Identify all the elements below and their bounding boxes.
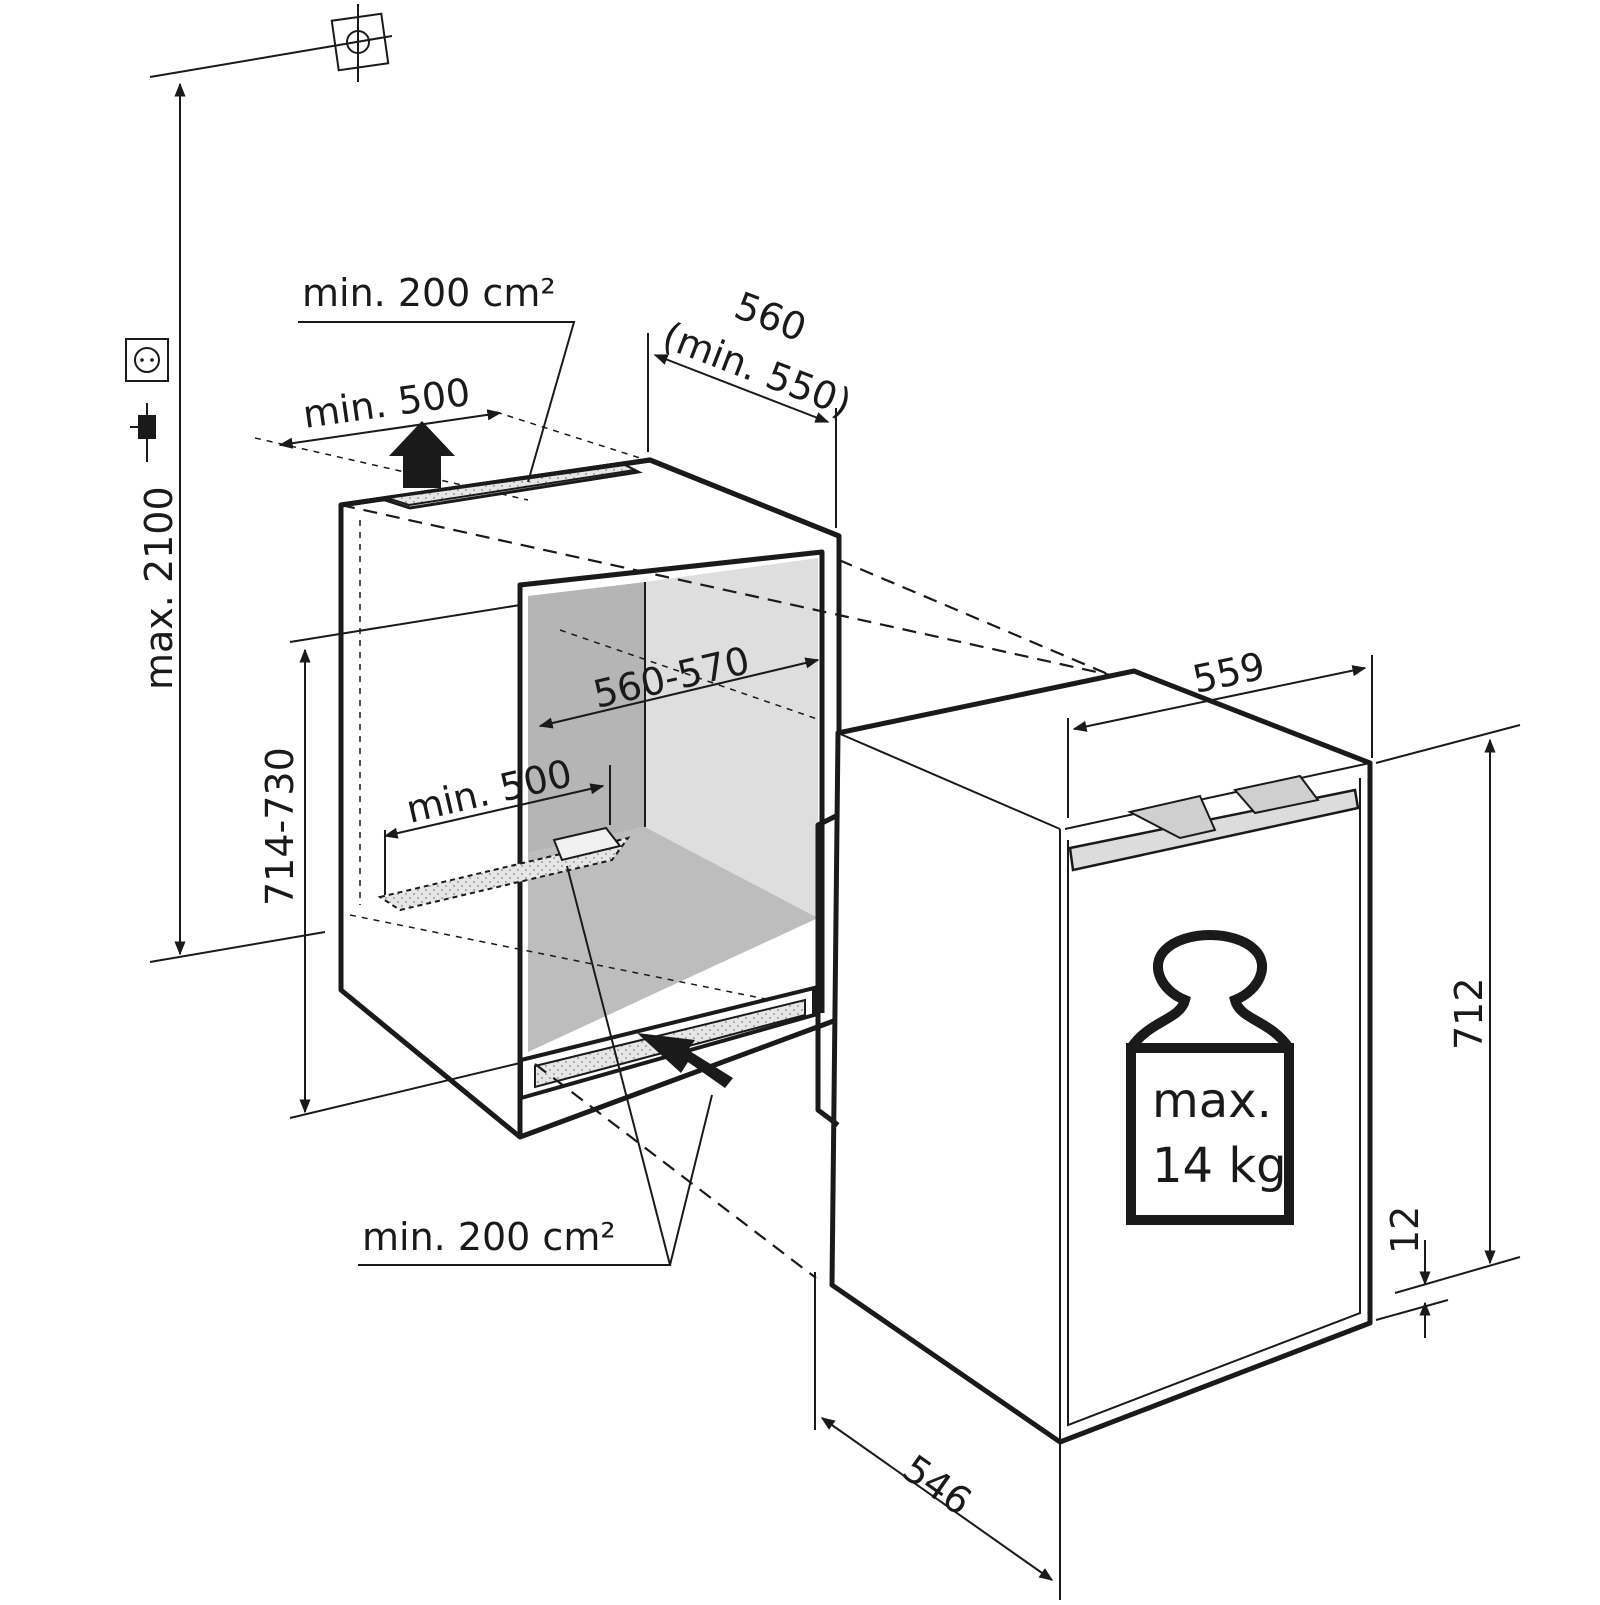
appliance-width-label: 559 [1189,644,1269,702]
vent-top-label: min. 200 cm² [302,271,556,315]
appliance-height-dimension: 712 [1375,724,1521,1294]
vent-bottom-callout: min. 200 cm² [358,865,713,1266]
power-plug-icon [130,403,156,462]
vent-bottom-label: min. 200 cm² [362,1215,616,1259]
vent-top-callout: min. 200 cm² [298,271,576,483]
niche-height-label: 714-730 [258,747,302,906]
appliance-depth-label: 546 [895,1446,980,1524]
niche-height-dimension: 714-730 [258,604,521,1119]
plinth-offset-dimension: 12 [1375,1206,1449,1338]
max-height-dimension: max. 2100 [137,82,326,963]
niche-width-dimension: 560 (min. 550) [647,283,857,528]
airflow-in-arrow-icon [637,1033,733,1088]
top-depth-dimension: min. 500 [278,370,502,449]
top-depth-label: min. 500 [300,370,473,437]
crosshair-target-icon [149,4,393,82]
plinth-offset-label: 12 [1383,1206,1427,1254]
weight-icon: max. 14 kg [1126,930,1294,1225]
power-socket-icon [125,338,169,382]
max-height-label: max. 2100 [137,486,181,690]
door-load-line2: 14 kg [1152,1138,1287,1194]
appliance-height-label: 712 [1447,977,1491,1050]
airflow-up-arrow-icon [389,421,455,488]
door-load-line1: max. [1152,1073,1272,1129]
